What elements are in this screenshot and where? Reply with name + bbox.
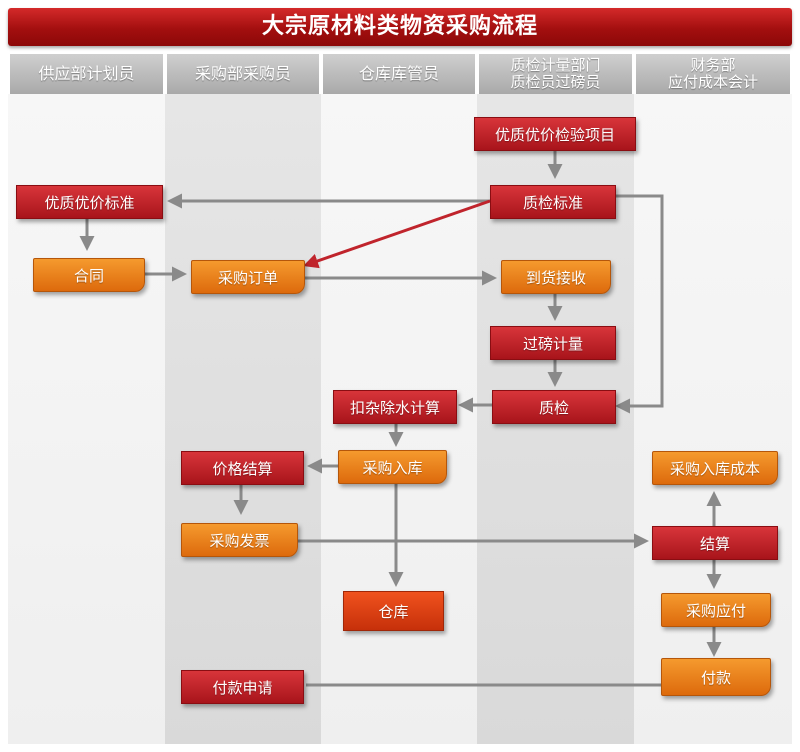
page-title: 大宗原材料类物资采购流程	[8, 8, 792, 46]
lane-header-warehouse: 仓库库管员	[323, 54, 475, 94]
node-weighing: 过磅计量	[490, 326, 616, 360]
node-deduction-calc: 扣杂除水计算	[333, 390, 457, 424]
node-quality-price-standard: 优质优价标准	[16, 185, 163, 219]
lane-header-line: 仓库库管员	[358, 64, 439, 83]
lane-header-line: 财务部	[690, 56, 736, 74]
lane-header-quality: 质检计量部门 质检员过磅员	[479, 54, 632, 94]
node-payment-request: 付款申请	[181, 670, 304, 704]
node-settlement: 结算	[652, 526, 778, 560]
node-quality-project: 优质优价检验项目	[474, 117, 636, 151]
lane-header-line: 质检计量部门	[510, 56, 601, 74]
node-warehousing-cost: 采购入库成本	[652, 451, 778, 485]
node-payment: 付款	[661, 658, 771, 696]
node-quality-standard: 质检标准	[490, 185, 616, 219]
lane-header-line: 采购部采购员	[194, 64, 291, 83]
node-price-settlement: 价格结算	[181, 451, 304, 485]
node-payable: 采购应付	[661, 593, 771, 627]
arrow-standard-to-inspection	[614, 194, 664, 414]
node-purchase-order: 采购订单	[191, 260, 305, 294]
node-inspection: 质检	[492, 390, 616, 424]
node-purchase-invoice: 采购发票	[181, 523, 298, 557]
arrow-standard-to-order-red	[303, 199, 491, 269]
lane-header-finance: 财务部 应付成本会计	[636, 54, 790, 94]
lane-header-line: 供应部计划员	[38, 64, 135, 83]
node-purchase-warehousing: 采购入库	[338, 450, 447, 484]
node-warehouse: 仓库	[343, 591, 444, 631]
node-contract: 合同	[33, 258, 145, 292]
lane-header-line: 质检员过磅员	[510, 73, 601, 91]
lane-header-purchasing: 采购部采购员	[167, 54, 319, 94]
lane-header-planning: 供应部计划员	[10, 54, 163, 94]
node-arrival-receipt: 到货接收	[501, 260, 611, 294]
lane-header-line: 应付成本会计	[667, 73, 758, 91]
